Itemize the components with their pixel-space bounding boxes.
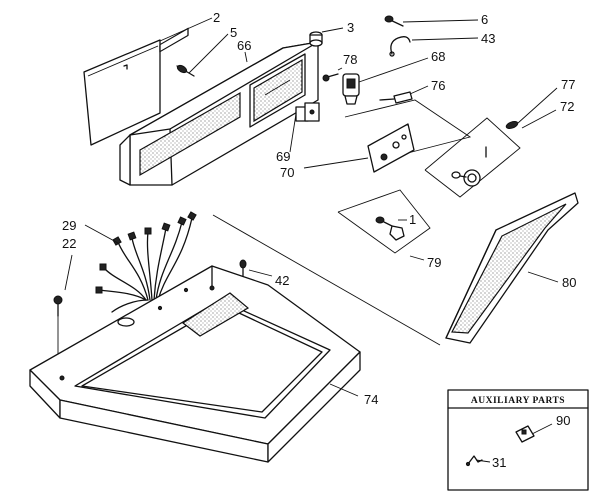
leader-lines — [64, 17, 559, 463]
screw-77-part — [505, 121, 519, 129]
wire-harness-part — [95, 211, 197, 313]
assembly-outline — [212, 99, 521, 346]
screw-part — [176, 64, 195, 77]
callout-72: 72 — [560, 99, 574, 114]
screw-6-part — [384, 15, 404, 27]
callout-2: 2 — [213, 10, 220, 25]
callout-31: 31 — [492, 455, 506, 470]
callout-80: 80 — [562, 275, 576, 290]
callout-labels: 2 5 66 3 6 43 78 68 76 77 72 69 70 1 29 … — [62, 10, 576, 470]
bracket-part — [295, 102, 320, 122]
callout-42: 42 — [275, 273, 289, 288]
door-part — [445, 192, 579, 344]
callout-22: 22 — [62, 236, 76, 251]
switch-part — [342, 73, 360, 105]
callout-76: 76 — [431, 78, 445, 93]
callout-74: 74 — [364, 392, 378, 407]
callout-6: 6 — [481, 12, 488, 27]
callout-3: 3 — [347, 20, 354, 35]
knob-part — [309, 31, 323, 47]
callout-1: 1 — [409, 212, 416, 227]
knob-1-part — [375, 216, 405, 241]
terminal-part — [379, 91, 413, 104]
wire-31-part — [465, 455, 483, 467]
callout-69: 69 — [276, 149, 290, 164]
callout-43: 43 — [481, 31, 495, 46]
screw-78-part — [322, 73, 339, 82]
callout-77: 77 — [561, 77, 575, 92]
timer-plate-part — [367, 123, 415, 173]
callout-5: 5 — [230, 25, 237, 40]
clip-90-part — [515, 425, 535, 443]
callout-29: 29 — [62, 218, 76, 233]
callout-70: 70 — [280, 165, 294, 180]
screw-22-part — [53, 295, 63, 374]
wire-clip-part — [389, 36, 411, 57]
timer-knob-part — [451, 146, 487, 187]
cover-panel-part — [83, 39, 161, 146]
callout-90: 90 — [556, 413, 570, 428]
callout-79: 79 — [427, 255, 441, 270]
auxiliary-parts-title: AUXILIARY PARTS — [471, 396, 565, 406]
callout-68: 68 — [431, 49, 445, 64]
console-panel-part — [119, 27, 319, 186]
auxiliary-parts-box: AUXILIARY PARTS — [447, 389, 589, 491]
top-panel-part — [29, 265, 361, 463]
callout-78: 78 — [343, 52, 357, 67]
callout-66: 66 — [237, 38, 251, 53]
